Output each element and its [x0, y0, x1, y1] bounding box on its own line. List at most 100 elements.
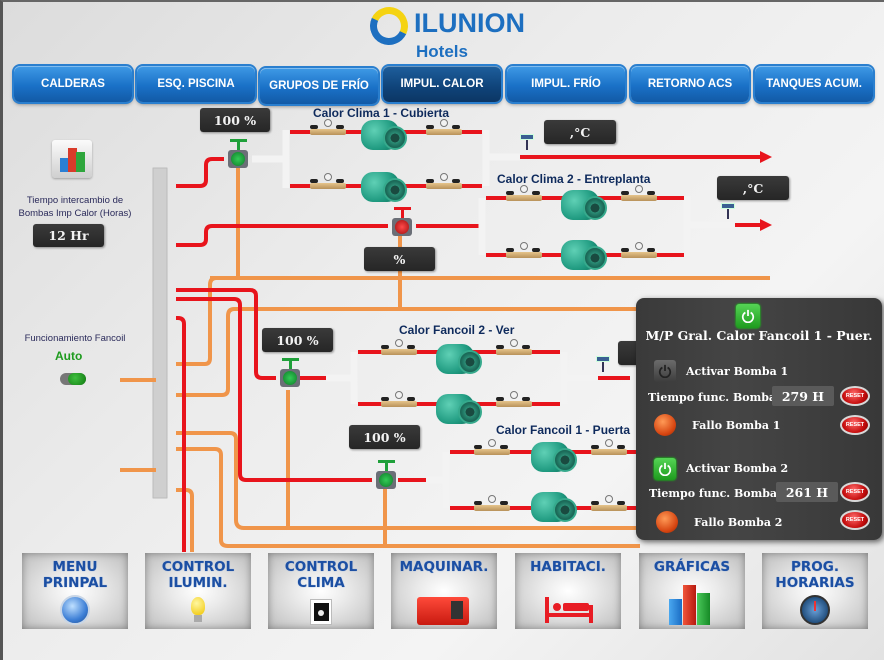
- nav-label: HABITACI.: [530, 559, 606, 575]
- reset-runtime-pump1-button[interactable]: RESET: [840, 386, 870, 406]
- runtime-pump1-value: 279 H: [772, 386, 834, 406]
- three-way-valve-clima1[interactable]: [222, 139, 254, 170]
- valve-fitting: [420, 173, 468, 193]
- circuit-label-clima2: Calor Clima 2 - Entreplanta: [497, 172, 651, 186]
- lightbulb-icon: [183, 595, 213, 625]
- bar-chart-icon[interactable]: [52, 140, 92, 178]
- activate-pump1-button[interactable]: [654, 360, 676, 382]
- fault-pump1-label: Fallo Bomba 1: [692, 419, 781, 432]
- temperature-sensor-icon: [520, 134, 534, 152]
- valve-fitting: [375, 391, 423, 411]
- valve-fitting: [500, 185, 548, 205]
- return-pipes: [120, 162, 770, 552]
- reset-fault-pump2-button[interactable]: RESET: [840, 510, 870, 530]
- pump-clima2-a[interactable]: [555, 186, 611, 224]
- circuit-label-clima1: Calor Clima 1 - Cubierta: [313, 106, 450, 120]
- top-navigation: CALDERAS ESQ. PISCINA GRUPOS DE FRÍO IMP…: [12, 66, 880, 104]
- fancoil-mode-toggle[interactable]: [60, 373, 86, 385]
- fault-pump2-lamp: [656, 511, 678, 533]
- pump-control-popup: M/P Gral. Calor Fancoil 1 - Puer. Activa…: [636, 298, 882, 540]
- activate-pump2-button[interactable]: [654, 458, 676, 480]
- valve-percent-fancoil2: 100 %: [262, 328, 333, 352]
- manifold-column: [152, 167, 168, 499]
- nav-label: GRÁFICAS: [653, 559, 731, 575]
- supply-pipes: [176, 155, 760, 552]
- pump-clima1-b[interactable]: [355, 168, 411, 206]
- tab-calderas[interactable]: CALDERAS: [14, 66, 132, 102]
- valve-fitting: [490, 391, 538, 411]
- nav-label: CONTROL CLIMA: [284, 559, 358, 591]
- valve-percent-fancoil1: 100 %: [349, 425, 420, 449]
- nav-habitaciones[interactable]: HABITACI.: [515, 553, 621, 629]
- clock-icon: [800, 595, 830, 625]
- valve-percent-clima1: 100 %: [200, 108, 270, 132]
- tab-grupos-frio[interactable]: GRUPOS DE FRÍO: [260, 68, 378, 104]
- thermostat-icon: [310, 599, 332, 625]
- valve-fitting: [585, 439, 633, 459]
- fancoil-mode-value: Auto: [55, 349, 83, 363]
- pump-fancoil1-a[interactable]: [525, 438, 581, 476]
- nav-label: MAQUINAR.: [399, 559, 489, 575]
- nav-programas-horarios[interactable]: PROG. HORARIAS: [762, 553, 868, 629]
- valve-fitting: [615, 185, 663, 205]
- nav-control-iluminacion[interactable]: CONTROL ILUMIN.: [145, 553, 251, 629]
- tab-retorno-acs[interactable]: RETORNO ACS: [631, 66, 749, 102]
- valve-fitting: [468, 439, 516, 459]
- three-way-valve-clima2[interactable]: [386, 207, 418, 238]
- pump-fancoil1-b[interactable]: [525, 488, 581, 526]
- runtime-pump2-value: 261 H: [776, 482, 838, 502]
- temp-display-clima2: ,°C: [717, 176, 789, 200]
- circuit-label-fancoil1: Calor Fancoil 1 - Puerta: [496, 423, 631, 437]
- tab-impul-calor[interactable]: IMPUL. CALOR: [383, 66, 501, 102]
- reset-runtime-pump2-button[interactable]: RESET: [840, 482, 870, 502]
- power-icon: [658, 462, 672, 476]
- power-icon: [741, 309, 755, 323]
- runtime-pump2-label: Tiempo func. Bomba 2: [649, 487, 789, 500]
- valve-fitting: [420, 119, 468, 139]
- home-orb-icon: [60, 595, 90, 625]
- valve-fitting: [490, 339, 538, 359]
- activate-pump2-label: Activar Bomba 2: [686, 462, 789, 475]
- nav-label: CONTROL ILUMIN.: [161, 559, 235, 591]
- nav-graficas[interactable]: GRÁFICAS: [639, 553, 745, 629]
- ilunion-logo: ILUNION Hotels: [364, 1, 528, 62]
- pump-fancoil2-a[interactable]: [430, 340, 486, 378]
- generator-icon: [417, 597, 469, 625]
- pump-clima2-b[interactable]: [555, 236, 611, 274]
- tab-impul-frio[interactable]: IMPUL. FRÍO: [507, 66, 625, 102]
- popup-title: M/P Gral. Calor Fancoil 1 - Puer.: [645, 328, 873, 343]
- valve-percent-clima2: %: [364, 247, 435, 271]
- valve-fitting: [500, 242, 548, 262]
- main-power-button[interactable]: [736, 304, 760, 328]
- connector-pipes: [252, 130, 735, 508]
- logo-name: ILUNION: [414, 8, 525, 38]
- nav-maquinaria[interactable]: MAQUINAR.: [391, 553, 497, 629]
- three-way-valve-fancoil2[interactable]: [274, 358, 306, 389]
- tab-esq-piscina[interactable]: ESQ. PISCINA: [137, 66, 255, 102]
- nav-label: MENU PRINPAL: [42, 559, 108, 591]
- reset-fault-pump1-button[interactable]: RESET: [840, 415, 870, 435]
- nav-control-clima[interactable]: CONTROL CLIMA: [268, 553, 374, 629]
- temperature-sensor-icon: [596, 356, 610, 374]
- circuit-label-fancoil2: Calor Fancoil 2 - Ver: [399, 323, 515, 337]
- nav-label: PROG. HORARIAS: [775, 559, 855, 591]
- temp-display-clima1: ,°C: [544, 120, 616, 144]
- valve-fitting: [585, 495, 633, 515]
- exchange-time-label: Tiempo intercambio de Bombas Imp Calor (…: [18, 195, 132, 219]
- fault-pump1-lamp: [654, 414, 676, 436]
- flow-arrow-icon: [760, 219, 772, 231]
- pump-fancoil2-b[interactable]: [430, 390, 486, 428]
- fault-pump2-label: Fallo Bomba 2: [694, 516, 783, 529]
- bed-icon: [545, 597, 593, 623]
- pump-clima1-a[interactable]: [355, 116, 411, 154]
- power-icon: [658, 364, 672, 378]
- three-way-valve-fancoil1[interactable]: [370, 460, 402, 491]
- nav-menu-principal[interactable]: MENU PRINPAL: [22, 553, 128, 629]
- valve-fitting: [615, 242, 663, 262]
- tab-tanques-acum[interactable]: TANQUES ACUM.: [755, 66, 873, 102]
- temperature-sensor-icon: [721, 203, 735, 221]
- valve-fitting: [468, 495, 516, 515]
- activate-pump1-label: Activar Bomba 1: [686, 365, 789, 378]
- exchange-time-value[interactable]: 12 Hr: [33, 224, 104, 247]
